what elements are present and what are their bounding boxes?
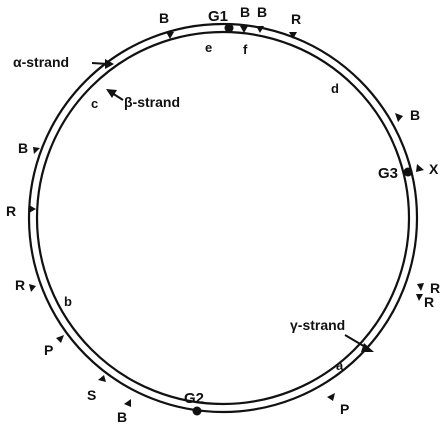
region-label-e: e xyxy=(205,40,212,55)
site-marker xyxy=(417,283,424,291)
site-marker xyxy=(33,147,40,154)
site-label-b-left: B xyxy=(18,140,28,156)
site-label-r-left-1: R xyxy=(15,277,25,293)
gene-g1-label: G1 xyxy=(208,8,228,25)
site-marker xyxy=(256,26,264,33)
alpha-strand-label: α-strand xyxy=(13,54,69,70)
beta-strand-label: β-strand xyxy=(124,94,180,110)
site-label-p-bottom-right: P xyxy=(340,401,349,417)
site-marker xyxy=(416,164,424,172)
site-label-b-bottom: B xyxy=(117,409,127,425)
site-label-x-right: X xyxy=(429,161,439,177)
gene-g1-dot xyxy=(224,23,234,33)
site-label-b-top-left: B xyxy=(159,10,169,26)
site-label-b-top-1: B xyxy=(240,4,250,20)
site-marker xyxy=(29,205,36,213)
gene-g2-label: G2 xyxy=(184,390,204,407)
alpha-strand-arrow xyxy=(91,59,114,69)
site-marker xyxy=(327,393,335,401)
site-label-r-right-2: R xyxy=(424,294,434,310)
gene-g2-dot xyxy=(192,406,202,416)
site-marker xyxy=(395,113,403,122)
site-marker xyxy=(166,32,174,39)
gene-g3-dot xyxy=(403,167,413,177)
site-label-r-right-1: R xyxy=(430,280,440,296)
site-marker xyxy=(289,32,297,39)
region-label-f: f xyxy=(243,42,248,57)
beta-strand-arrow xyxy=(106,89,124,101)
site-label-p-left: P xyxy=(44,342,53,358)
site-markers xyxy=(29,26,424,407)
site-label-b-top-2: B xyxy=(257,4,267,20)
gamma-strand-arrow xyxy=(344,334,374,352)
region-label-b: b xyxy=(64,294,72,309)
site-label-s-bottom-left: S xyxy=(87,387,96,403)
site-label-b-right: B xyxy=(410,107,420,123)
site-marker xyxy=(98,375,106,382)
site-marker xyxy=(416,294,423,301)
region-label-c: c xyxy=(91,96,98,111)
site-marker xyxy=(56,335,64,343)
outer-strand-circle xyxy=(27,22,419,414)
site-marker xyxy=(240,26,248,33)
gene-g3-label: G3 xyxy=(378,165,398,182)
inner-strand-circle xyxy=(35,30,411,406)
gamma-strand-label: γ-strand xyxy=(290,317,345,333)
site-marker xyxy=(29,284,36,292)
site-label-r-left-2: R xyxy=(6,203,16,219)
region-label-a: a xyxy=(336,358,344,373)
region-label-d: d xyxy=(331,81,339,96)
site-label-r-top: R xyxy=(291,11,301,27)
site-marker xyxy=(124,399,131,407)
